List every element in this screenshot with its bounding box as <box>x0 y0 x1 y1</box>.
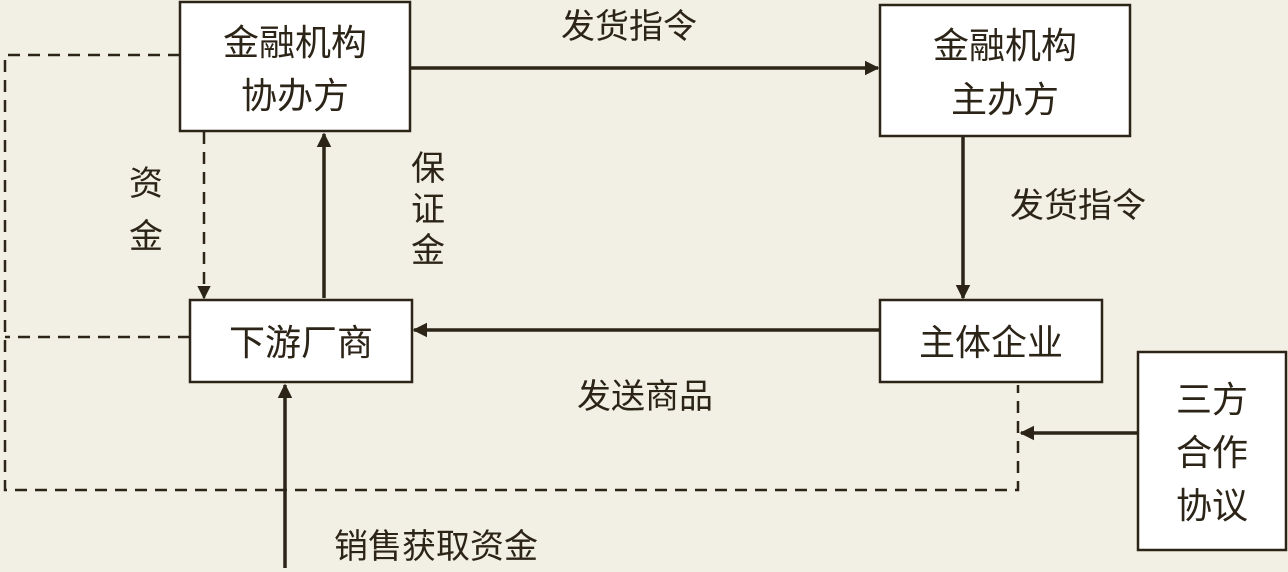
edge-sales-label: 销售获取资金 <box>334 527 538 567</box>
node-co-institution-line1: 金融机构 <box>223 23 367 64</box>
dashed-agreement-loop <box>3 53 1020 492</box>
node-agreement-line2: 合作 <box>1176 433 1248 474</box>
node-core-enterprise-label: 主体企业 <box>919 323 1063 364</box>
edge-main-to-core-label: 发货指令 <box>1010 186 1146 226</box>
edge-funds-label-char-2: 金 <box>129 217 163 257</box>
edge-core-to-downstream-label: 发送商品 <box>577 377 713 417</box>
edge-funds-label-char-1: 资 <box>129 164 163 204</box>
edge-co-to-main-label: 发货指令 <box>561 7 697 47</box>
node-co-institution-line2: 协办方 <box>241 76 349 117</box>
edge-deposit-label-char-1: 保 <box>411 149 445 189</box>
node-co-institution: 金融机构 协办方 <box>178 0 412 133</box>
node-agreement: 三方 合作 协议 <box>1136 350 1288 552</box>
node-main-institution-line1: 金融机构 <box>933 26 1077 67</box>
edge-deposit-label-char-2: 证 <box>411 190 445 230</box>
node-downstream: 下游厂商 <box>188 298 414 384</box>
node-downstream-label: 下游厂商 <box>229 323 373 364</box>
node-agreement-line3: 协议 <box>1176 486 1248 527</box>
node-agreement-line1: 三方 <box>1176 380 1248 421</box>
node-core-enterprise: 主体企业 <box>878 298 1104 384</box>
edge-deposit-label-char-3: 金 <box>411 231 445 271</box>
node-main-institution-line2: 主办方 <box>951 80 1059 121</box>
node-main-institution: 金融机构 主办方 <box>878 3 1132 138</box>
